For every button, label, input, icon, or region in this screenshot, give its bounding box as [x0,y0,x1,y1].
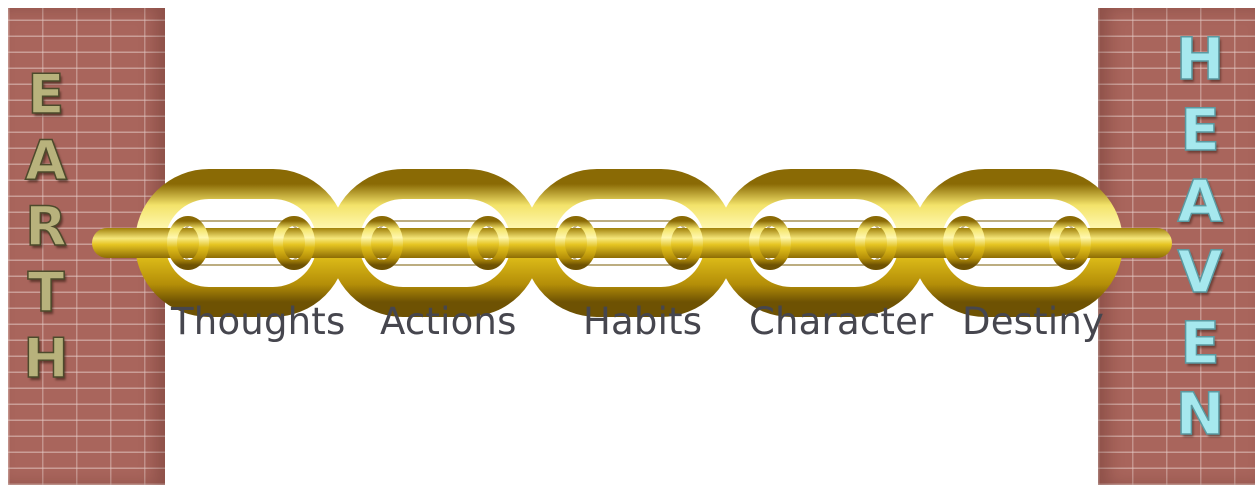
stage-label-character: Character [749,300,933,343]
stage-labels: Thoughts Actions Habits Character Destin… [0,300,1255,360]
stage-label-actions: Actions [380,300,517,343]
stage-label-habits: Habits [583,300,702,343]
chain-connecting-bar [92,228,1172,258]
stage-label-thoughts: Thoughts [171,300,345,343]
stage-label-destiny: Destiny [962,300,1104,343]
